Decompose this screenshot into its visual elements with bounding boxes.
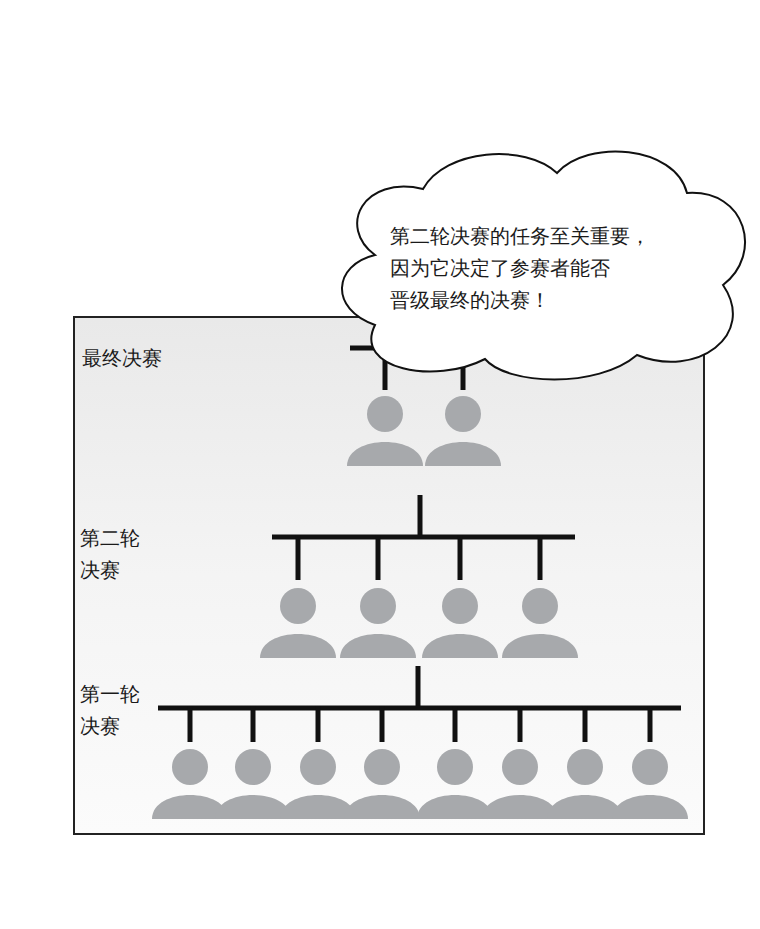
round-label: 第一轮 决赛	[80, 678, 146, 742]
cloud-shape	[342, 151, 745, 379]
callout-text: 第二轮决赛的任务至关重要， 因为它决定了参赛者能否 晋级最终的决赛！	[390, 220, 682, 316]
round-label: 第二轮 决赛	[80, 522, 146, 586]
bracket-frame: 最终决赛第二轮 决赛第一轮 决赛	[73, 316, 705, 835]
thought-cloud: 第二轮决赛的任务至关重要， 因为它决定了参赛者能否 晋级最终的决赛！	[335, 143, 755, 383]
round-label: 最终决赛	[82, 342, 182, 374]
